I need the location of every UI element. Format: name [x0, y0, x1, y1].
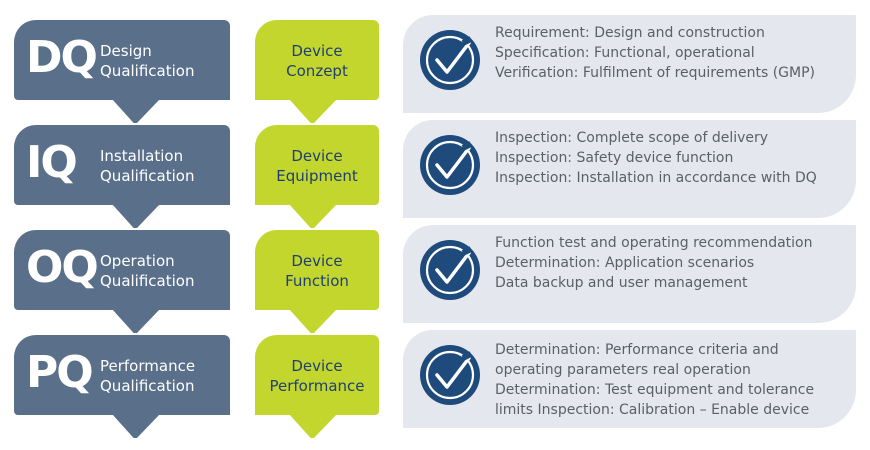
requirements-panel: Function test and operating recommendati…	[403, 225, 856, 323]
checkmark-circle-icon	[419, 29, 481, 91]
device-label-line: Equipment	[276, 167, 358, 185]
requirement-item: Determination: Performance criteria and	[495, 342, 779, 358]
requirement-item: Determination: Test equipment and tolera…	[495, 382, 815, 398]
qualification-name-line: Qualification	[100, 272, 195, 290]
device-label-line: Device	[291, 147, 343, 165]
qualification-abbr: OQ	[26, 242, 99, 293]
checkmark-circle-icon	[419, 344, 481, 406]
device-label-line: Performance	[269, 377, 365, 395]
device-pointer	[289, 414, 337, 438]
qualification-name-line: Qualification	[100, 167, 195, 185]
qualification-name-line: Design	[100, 42, 152, 60]
qualification-abbr: DQ	[26, 32, 98, 83]
requirements-list: Determination: Performance criteria and o…	[495, 340, 814, 420]
requirement-item: Requirement: Design and construction	[495, 25, 765, 41]
qualification-name-line: Operation	[100, 252, 175, 270]
qualification-pointer	[112, 414, 160, 438]
requirement-item: Inspection: Safety device function	[495, 150, 734, 166]
requirements-panel: Determination: Performance criteria and o…	[403, 330, 856, 428]
requirement-item: Inspection: Installation in accordance w…	[495, 170, 817, 186]
device-label-line: Device	[291, 252, 343, 270]
qualification-name-line: Installation	[100, 147, 184, 165]
qualification-name-line: Qualification	[100, 377, 195, 395]
device-label-line: Function	[285, 272, 349, 290]
checkmark-circle-icon	[419, 239, 481, 301]
requirement-item: Inspection: Complete scope of delivery	[495, 130, 769, 146]
device-label-line: Device	[291, 357, 343, 375]
requirement-item: Determination: Application scenarios	[495, 255, 755, 271]
qualification-abbr: PQ	[26, 347, 94, 398]
checkmark-circle-icon	[419, 134, 481, 196]
device-label-line: Device	[291, 42, 343, 60]
requirement-item: Data backup and user management	[495, 275, 748, 291]
requirement-item: operating parameters real operation	[495, 362, 751, 378]
qualification-name-line: Qualification	[100, 62, 195, 80]
device-label-line: Conzept	[286, 62, 348, 80]
requirement-item: limits Inspection: Calibration – Enable …	[495, 402, 810, 418]
requirement-item: Verification: Fulfilment of requirements…	[495, 65, 816, 81]
requirement-item: Function test and operating recommendati…	[495, 235, 813, 251]
qualification-name-line: Performance	[100, 357, 196, 375]
requirements-list: Function test and operating recommendati…	[495, 233, 812, 293]
requirement-item: Specification: Functional, operational	[495, 45, 755, 61]
qualification-abbr: IQ	[26, 137, 78, 188]
